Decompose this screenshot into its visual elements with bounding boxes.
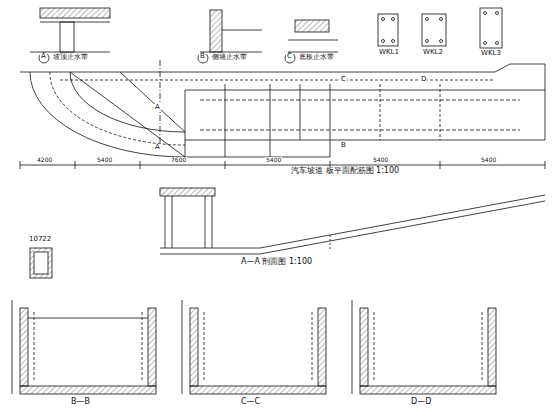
dimension: 7600 [170, 157, 187, 164]
section-title: B—B [70, 398, 91, 407]
dimension: 5400 [480, 157, 497, 164]
beam-name: WKL2 [422, 49, 444, 57]
dimension: 4200 [36, 157, 53, 164]
dimension: 5400 [372, 157, 389, 164]
detail-title: 底板止水带 [298, 54, 335, 62]
callout-letter: A [40, 53, 47, 61]
detail-title: 侧墙止水带 [211, 54, 248, 62]
drawing-title: A—A 剖面图 1:100 [240, 258, 313, 267]
section-mark: A [154, 104, 161, 112]
column-label: 10722 [28, 236, 52, 244]
section-title: D—D [410, 398, 432, 407]
dimension: 5400 [96, 157, 113, 164]
detail-title: 坡顶止水带 [52, 54, 89, 62]
axis-label: D [420, 76, 427, 84]
drawing-title: 汽车坡道 板平面配筋图 1:100 [290, 167, 400, 176]
callout-letter: C [286, 53, 293, 61]
dimension: 5400 [265, 157, 282, 164]
beam-name: WKL3 [480, 50, 502, 58]
section-mark: A [154, 144, 161, 152]
axis-label: B [340, 142, 347, 150]
axis-label: C [340, 76, 347, 84]
beam-name: WKL1 [378, 49, 400, 57]
section-title: C—C [240, 398, 261, 407]
callout-letter: B [199, 53, 206, 61]
